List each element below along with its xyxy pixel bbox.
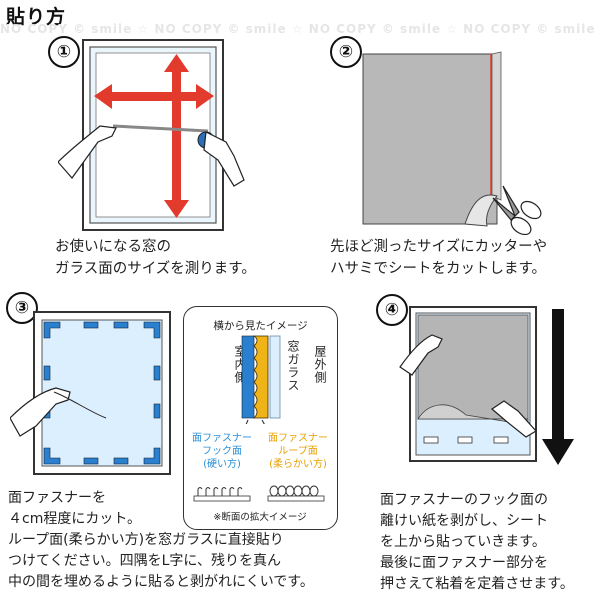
loop-side-label: 面ファスナー ループ面 (柔らかい方) bbox=[262, 432, 334, 471]
hook-label-line: 面ファスナー bbox=[192, 433, 252, 444]
fastener-texture-icons bbox=[193, 485, 325, 502]
caption-line: 中の間を埋めるように貼ると剥がれにくいです。 bbox=[8, 574, 314, 590]
caption-line: ループ面(柔らかい方)を窓ガラスに直接貼り bbox=[8, 532, 284, 548]
caption-line: ガラス面のサイズを測ります。 bbox=[55, 261, 256, 277]
inset-note: ※断面の拡大イメージ bbox=[213, 512, 307, 523]
caption-line: 押さえて粘着を定着させます。 bbox=[380, 576, 574, 592]
caption-line: を上から貼っていきます。 bbox=[380, 534, 546, 550]
window-glass-label: 窓ガラス bbox=[286, 340, 300, 392]
caption-line: 離けい紙を剥がし、シート bbox=[380, 513, 548, 529]
step-2-number: ② bbox=[330, 36, 362, 68]
caption-line: ４cm程度にカット。 bbox=[8, 511, 142, 527]
outdoor-side-label: 屋外側 bbox=[313, 345, 327, 384]
hook-label-line: フック面 bbox=[202, 446, 242, 457]
step-1-caption: お使いになる窓の ガラス面のサイズを測ります。 bbox=[55, 236, 256, 280]
step-4-caption: 面ファスナーのフック面の 離けい紙を剥がし、シート を上から貼っていきます。 最… bbox=[380, 490, 574, 595]
caption-line: 面ファスナーを bbox=[8, 490, 106, 506]
caption-line: つけてください。四隅をL字に、残りを真ん bbox=[8, 553, 281, 569]
step-3-number: ③ bbox=[6, 292, 38, 324]
caption-line: お使いになる窓の bbox=[55, 239, 171, 255]
loop-label-line: 面ファスナー bbox=[268, 433, 328, 444]
step-2-caption: 先ほど測ったサイズにカッターや ハサミでシートをカットします。 bbox=[330, 236, 547, 280]
step-4-number: ④ bbox=[376, 294, 408, 326]
loop-label-line: ループ面 bbox=[278, 446, 318, 457]
caption-line: 先ほど測ったサイズにカッターや bbox=[330, 239, 548, 255]
step-3-caption: 面ファスナーを ４cm程度にカット。 ループ面(柔らかい方)を窓ガラスに直接貼り… bbox=[8, 488, 314, 593]
step-1-window-illustration bbox=[58, 39, 245, 231]
caption-line: 面ファスナーのフック面の bbox=[380, 492, 548, 508]
inset-title: 横から見たイメージ bbox=[213, 320, 308, 332]
step-1-number: ① bbox=[48, 36, 80, 68]
page-title: 貼り方 bbox=[6, 6, 67, 28]
hook-side-label: 面ファスナー フック面 (硬い方) bbox=[188, 432, 256, 471]
hook-label-line: (硬い方) bbox=[203, 459, 241, 470]
step-2-sheet-illustration bbox=[362, 51, 542, 235]
step-3-window-illustration bbox=[10, 311, 171, 475]
loop-label-line: (柔らかい方) bbox=[269, 459, 327, 470]
fastener-cross-section-diagram bbox=[241, 335, 281, 424]
step-4-window-illustration bbox=[399, 306, 574, 465]
caption-line: 最後に面ファスナー部分を bbox=[380, 555, 548, 571]
watermark-text: NO COPY © smile ☆ NO COPY © smile ☆ NO C… bbox=[0, 22, 600, 36]
caption-line: ハサミでシートをカットします。 bbox=[330, 261, 547, 277]
